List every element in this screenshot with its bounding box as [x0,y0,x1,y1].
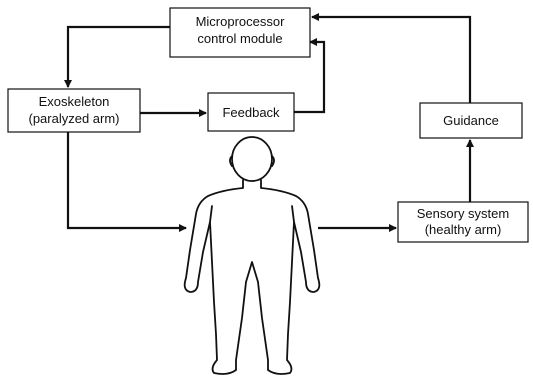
arrow-microprocessor-to-exoskeleton [64,25,170,88]
guidance-box: Guidance [419,102,523,139]
arrow-exoskeleton-to-body [66,132,187,232]
guidance-label: Guidance [443,113,499,128]
arrow-feedback-to-microprocessor [294,38,326,114]
microprocessor-control-module-box: Microprocessor control module [169,7,311,58]
feedback-label: Feedback [222,105,280,120]
sensory-system-box: Sensory system (healthy arm) [397,201,529,243]
sensory-line1: Sensory system [417,206,509,221]
sensory-line2: (healthy arm) [425,222,502,237]
microprocessor-line2: control module [197,31,282,46]
exoskeleton-line2: (paralyzed arm) [28,111,119,126]
microprocessor-line1: Microprocessor [196,14,286,29]
feedback-box: Feedback [207,92,295,132]
human-figure-icon [183,136,321,375]
exoskeleton-box: Exoskeleton (paralyzed arm) [7,88,141,133]
exoskeleton-line1: Exoskeleton [39,94,110,109]
arrow-guidance-to-microprocessor [311,13,472,103]
